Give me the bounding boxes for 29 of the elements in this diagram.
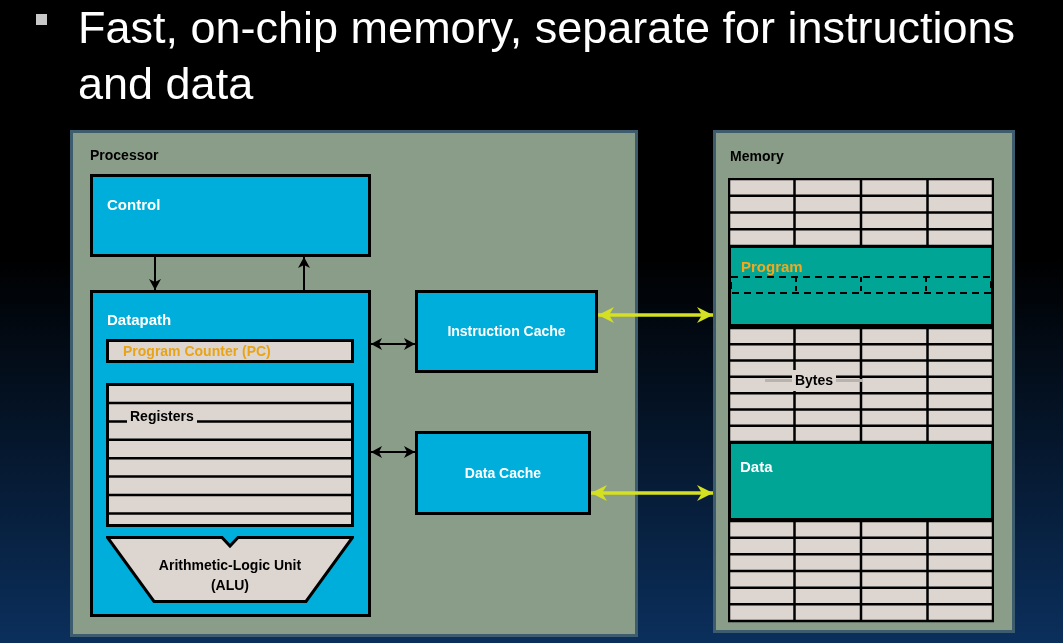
node-label: Registers <box>127 407 197 425</box>
node-label: Datapath <box>107 310 172 330</box>
node-label: Instruction Cache <box>447 322 566 341</box>
arrow <box>298 256 310 291</box>
node-label: Control <box>107 195 161 215</box>
node-label: Data Cache <box>464 463 542 483</box>
program-counter-register <box>106 339 354 363</box>
alu-trapezoid <box>106 536 354 603</box>
arrow <box>370 338 416 350</box>
program-segment <box>728 245 994 327</box>
node-label: Program Counter (PC) <box>122 344 271 358</box>
node-label: Data <box>740 457 773 477</box>
register-file <box>106 383 354 527</box>
bullet-text: Fast, on-chip memory, separate for instructions and data <box>78 1 1017 111</box>
processor-panel <box>70 130 638 637</box>
cache-box <box>415 431 591 515</box>
arrow <box>149 256 161 291</box>
arrow <box>370 446 416 458</box>
arrow <box>598 307 713 323</box>
datapath-box <box>90 290 371 617</box>
cache-box <box>415 290 598 373</box>
node-label: Arithmetic-Logic Unit (ALU) <box>157 556 303 595</box>
node-label: Memory <box>730 147 784 166</box>
memory-panel <box>713 130 1015 633</box>
control-box <box>90 174 371 257</box>
arrow <box>591 485 713 501</box>
node-label: Processor <box>90 146 159 165</box>
node-label: Program <box>741 257 803 277</box>
data-segment <box>728 441 994 521</box>
